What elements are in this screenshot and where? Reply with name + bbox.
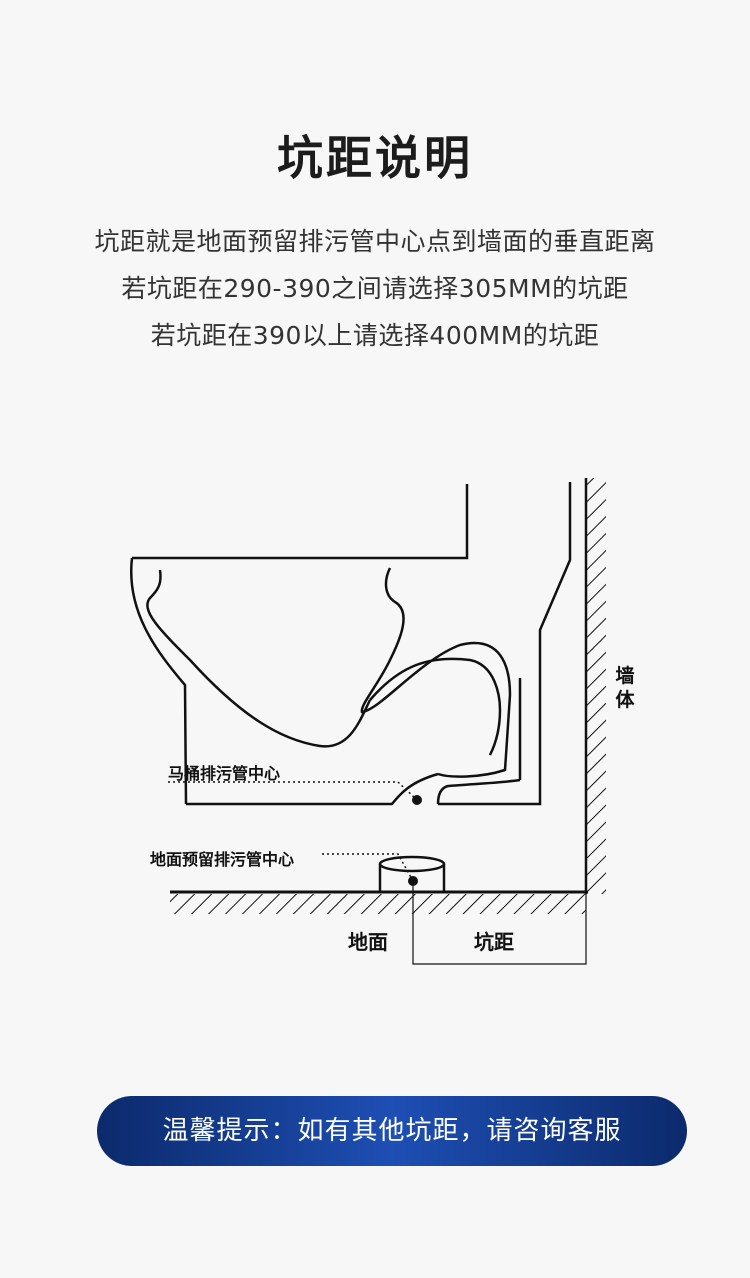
floor-hatch: [170, 894, 586, 914]
toilet-drain-center-label: 马桶排污管中心: [168, 764, 281, 783]
floor-drain-pipe: [378, 855, 446, 892]
toilet-diagram-svg: [129, 478, 606, 965]
rough-in-dimension: [412, 881, 587, 965]
floor-center-leader: [322, 853, 414, 882]
description-line-2: 若坑距在290-390之间请选择305MM的坑距: [121, 274, 629, 303]
rough-in-label: 坑距: [474, 930, 514, 954]
toilet-center-leader: [168, 781, 418, 801]
description-line-1: 坑距就是地面预留排污管中心点到墙面的垂直距离: [94, 227, 656, 256]
toilet-outline: [129, 482, 572, 806]
description-line-3: 若坑距在390以上请选择400MM的坑距: [150, 321, 600, 350]
floor-drain-center-label: 地面预留排污管中心: [150, 850, 295, 869]
wall-label: 墙体: [615, 665, 635, 711]
tip-banner: 温馨提示：如有其他坑距，请咨询客服: [97, 1096, 687, 1166]
page-title: 坑距说明: [277, 131, 473, 185]
floor-label: 地面: [348, 930, 388, 954]
wall-hatch: [586, 478, 606, 894]
rough-in-diagram: 马桶排污管中心 地面预留排污管中心 墙体 地面 坑距: [0, 460, 750, 1000]
